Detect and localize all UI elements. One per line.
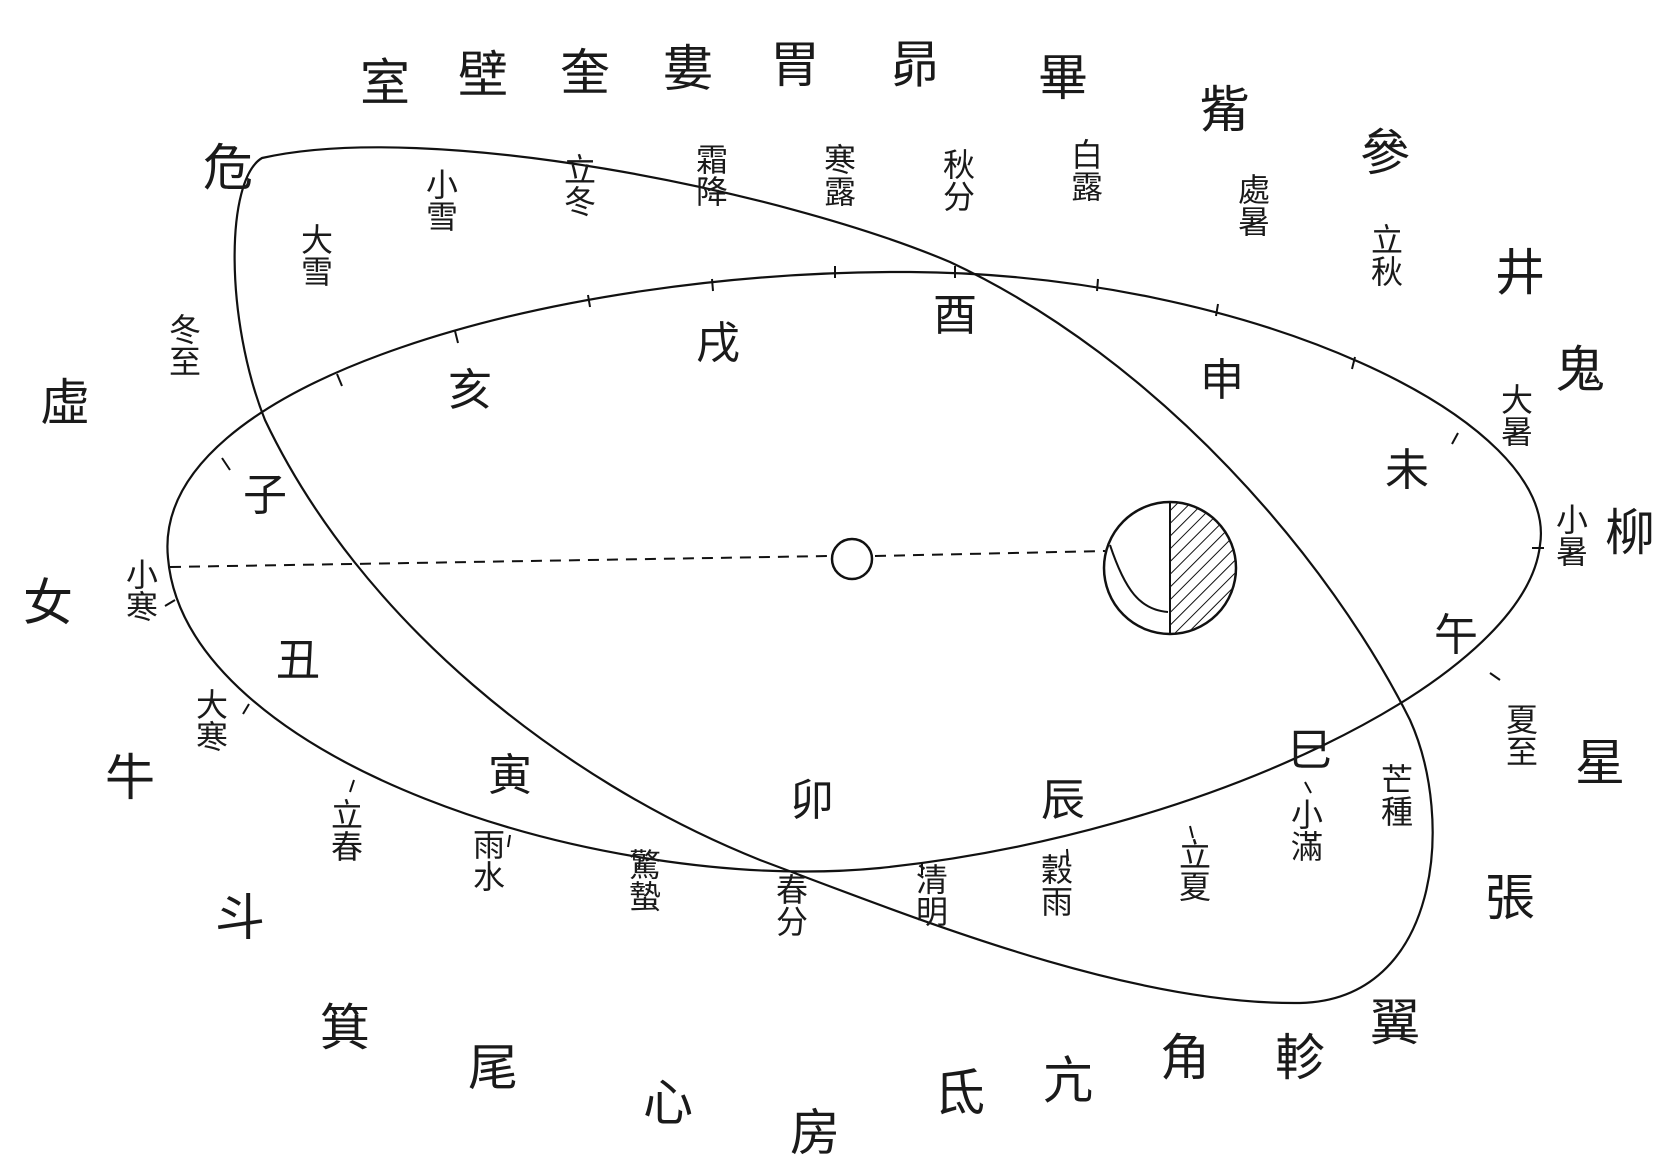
mansion-wei-stomach: 胃 <box>770 36 820 94</box>
branch-hai: 亥 <box>448 365 492 416</box>
tilted-orbit <box>233 146 1434 1005</box>
mansion-ji: 箕 <box>320 999 370 1057</box>
term-hanlu: 寒露 <box>819 143 857 207</box>
term-guyu: 穀雨 <box>1036 853 1074 917</box>
mansion-xin: 心 <box>643 1074 693 1132</box>
term-lidong: 立冬 <box>559 153 597 217</box>
branch-yin: 寅 <box>488 750 532 801</box>
term-lixia: 立夏 <box>1174 838 1212 902</box>
term-qingming: 清明 <box>911 863 949 927</box>
mansion-nu: 女 <box>23 574 73 632</box>
mansion-shi: 室 <box>360 54 410 112</box>
phase-body-shade <box>1170 503 1235 633</box>
mansion-kang: 亢 <box>1043 1052 1093 1110</box>
ecliptic-ticks <box>164 266 1544 875</box>
term-xiaohan: 小寒 <box>121 558 159 622</box>
mansion-jiao: 角 <box>1160 1029 1210 1087</box>
mansion-di: 氐 <box>935 1064 985 1122</box>
term-shuangjiang: 霜降 <box>691 143 729 207</box>
mansion-jing: 井 <box>1495 244 1545 302</box>
term-chunfen: 春分 <box>771 873 809 937</box>
term-dashu: 大暑 <box>1496 383 1534 447</box>
solar-terms: 冬至 小寒 大寒 立春 雨水 驚蟄 春分 清明 穀雨 立夏 小滿 芒種 夏至 小… <box>121 138 1589 937</box>
term-liqiu: 立秋 <box>1366 223 1404 287</box>
mansion-zhen: 軫 <box>1275 1029 1325 1087</box>
branch-zi: 子 <box>243 470 287 521</box>
term-jingzhe: 驚蟄 <box>624 848 662 912</box>
mansion-xing: 星 <box>1575 734 1625 792</box>
branch-chou: 丑 <box>276 635 320 686</box>
mansion-wei-danger: 危 <box>203 139 253 197</box>
mansion-fang: 房 <box>790 1104 840 1162</box>
mansion-wei-tail: 尾 <box>468 1039 518 1097</box>
central-body-circle <box>830 537 874 581</box>
ecliptic-orbit <box>166 270 1543 873</box>
term-bailu: 白露 <box>1066 138 1104 202</box>
mansion-zi: 觜 <box>1200 81 1250 139</box>
term-lichun: 立春 <box>326 798 364 862</box>
term-mangzhong: 芒種 <box>1376 763 1414 827</box>
branch-wei: 未 <box>1385 445 1429 496</box>
mansion-kui: 奎 <box>560 44 610 102</box>
branch-you: 酉 <box>933 290 977 341</box>
branch-wu: 午 <box>1434 610 1478 661</box>
branch-shen: 申 <box>1200 355 1244 406</box>
term-daxue: 大雪 <box>296 223 334 287</box>
term-xiaoxue: 小雪 <box>421 168 459 232</box>
term-chushu: 處暑 <box>1233 173 1271 237</box>
branch-xu: 戌 <box>696 318 740 369</box>
mansion-bi-net: 畢 <box>1038 49 1088 107</box>
term-xiazhi: 夏至 <box>1501 703 1539 767</box>
term-yushui: 雨水 <box>468 828 506 892</box>
mansion-ring: 室 壁 奎 婁 胃 昴 畢 觜 參 井 鬼 柳 星 張 翼 軫 角 亢 氐 房 … <box>23 36 1655 1162</box>
mansion-zhang: 張 <box>1485 869 1535 927</box>
mansion-niu: 牛 <box>105 749 155 807</box>
term-xiaoshu: 小暑 <box>1551 503 1589 567</box>
branch-mao: 卯 <box>790 775 834 826</box>
mansion-bi: 壁 <box>458 46 508 104</box>
branch-ring: 子 丑 寅 卯 辰 巳 午 未 申 酉 戌 亥 <box>243 290 1478 826</box>
axis-line-left <box>169 555 831 568</box>
term-dahan: 大寒 <box>191 688 229 752</box>
branch-si: 巳 <box>1288 725 1332 776</box>
mansion-lou: 婁 <box>663 40 713 98</box>
term-dongzhi: 冬至 <box>164 313 202 377</box>
mansion-mao: 昴 <box>890 36 940 94</box>
mansion-dou: 斗 <box>215 889 265 947</box>
mansion-xu: 虛 <box>40 374 90 432</box>
mansion-shen: 參 <box>1360 124 1410 182</box>
mansion-gui: 鬼 <box>1555 341 1605 399</box>
term-xiaoman: 小滿 <box>1286 798 1324 862</box>
mansion-yi: 翼 <box>1370 994 1420 1052</box>
branch-chen: 辰 <box>1041 775 1085 826</box>
term-qiufen: 秋分 <box>938 148 976 212</box>
phase-body-arc <box>1109 544 1169 613</box>
axis-line-right <box>874 550 1106 557</box>
mansion-liu: 柳 <box>1605 504 1655 562</box>
